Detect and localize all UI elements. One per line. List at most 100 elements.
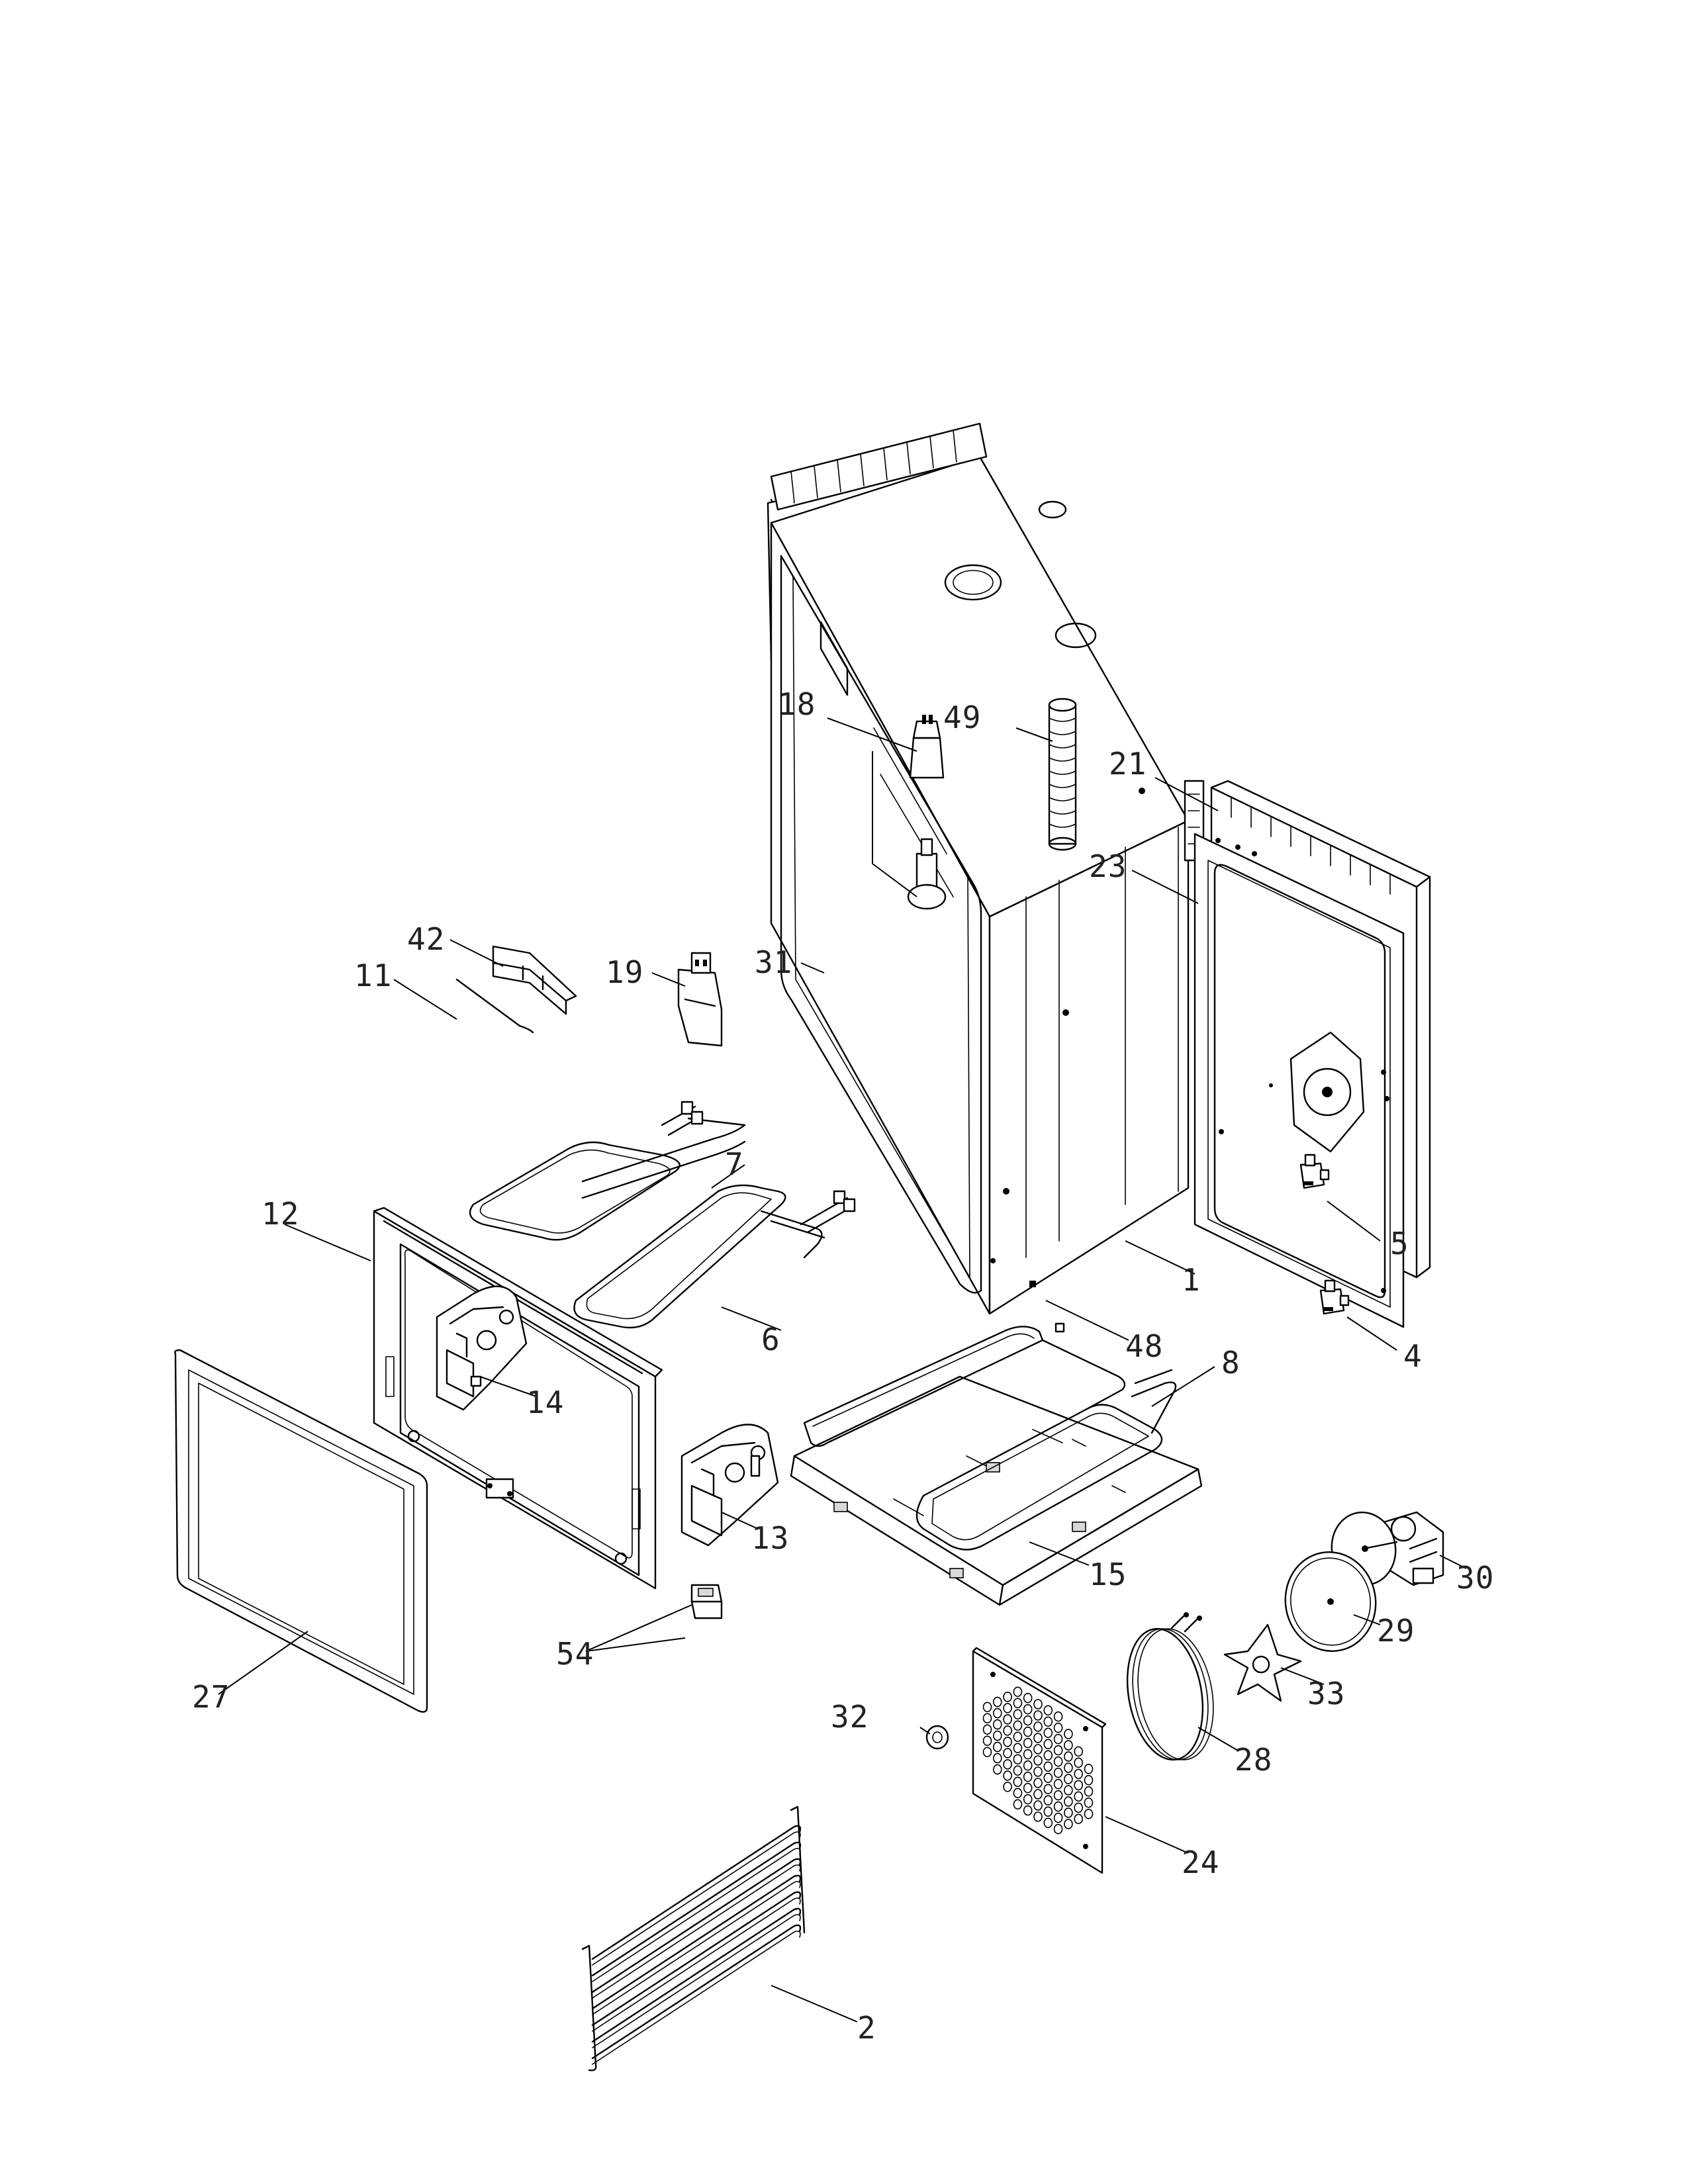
rack-rail (591, 1924, 802, 2060)
rack-rail (591, 1858, 802, 1993)
perforation-hole (1064, 1785, 1073, 1796)
perforation-hole (1074, 1791, 1083, 1802)
perforation-hole (1023, 1805, 1033, 1816)
leader-5 (1327, 1201, 1381, 1242)
part-switch-4 (1319, 1279, 1350, 1315)
perforation-hole (1043, 1795, 1053, 1806)
callout-6: 6 (761, 1322, 780, 1357)
perforation-hole (1043, 1739, 1053, 1750)
perforation-hole (1023, 1704, 1033, 1715)
part-insulation-top (770, 422, 988, 511)
perforation-hole (1023, 1760, 1033, 1771)
perforation-hole (1003, 1782, 1012, 1792)
leader-48 (1045, 1300, 1129, 1341)
part-lower-heating-element (573, 1184, 856, 1329)
callout-2: 2 (857, 2010, 876, 2046)
perforation-hole (1064, 1796, 1073, 1807)
callout-54: 54 (556, 1636, 594, 1672)
perforation-hole (1013, 1776, 1023, 1788)
part-insulation-roll (1048, 698, 1077, 851)
leader-49 (1015, 727, 1053, 742)
perforation-hole (1033, 1710, 1043, 1721)
leader-33 (1280, 1667, 1325, 1685)
perforation-hole (1053, 1733, 1063, 1745)
perforation-hole (1003, 1692, 1012, 1702)
perforation-hole (1053, 1778, 1063, 1790)
perforation-hole (982, 1747, 992, 1758)
perforation-hole (1033, 1755, 1043, 1766)
part-lamp-holder (907, 715, 947, 910)
rack-rail (592, 1914, 801, 2048)
perforation-hole (1064, 1740, 1073, 1751)
part-door-glass (174, 1349, 428, 1713)
rack-rail (591, 1907, 802, 2043)
perforation-hole (1003, 1703, 1012, 1713)
part-fan-cover (972, 1647, 1107, 1874)
callout-49: 49 (943, 700, 981, 735)
perforation-hole (1023, 1726, 1033, 1737)
perforation-hole (1053, 1801, 1063, 1812)
perforation-hole (1064, 1762, 1073, 1773)
leader-23 (1131, 870, 1199, 904)
part-bottom-tray (790, 1375, 1203, 1606)
perforation-hole (1003, 1748, 1012, 1758)
perforation-hole (1013, 1743, 1023, 1754)
perforation-hole (1084, 1797, 1094, 1808)
leader-19 (651, 972, 686, 987)
perforation-hole (1023, 1692, 1033, 1704)
leader-30 (1439, 1555, 1467, 1569)
perforation-hole (1074, 1813, 1083, 1825)
callout-11: 11 (354, 958, 392, 993)
leader-1 (1125, 1240, 1196, 1275)
perforation-hole (1033, 1733, 1043, 1743)
leader-54b (585, 1604, 692, 1652)
leader-14 (479, 1376, 537, 1397)
perforation-hole (1043, 1750, 1053, 1761)
perforation-hole (993, 1696, 1002, 1707)
part-lamp-cover (677, 952, 723, 1047)
perforation-hole (1084, 1786, 1094, 1797)
callout-21: 21 (1109, 746, 1147, 782)
callout-24: 24 (1182, 1844, 1219, 1880)
perforation-hole (1013, 1720, 1023, 1731)
perforation-hole (982, 1735, 992, 1747)
perforation-hole (1074, 1768, 1083, 1780)
callout-28: 28 (1235, 1742, 1272, 1778)
part-circular-element (1126, 1612, 1214, 1761)
leader-24 (1105, 1816, 1189, 1854)
perforation-hole (1064, 1751, 1073, 1762)
leader-8 (1151, 1366, 1215, 1407)
callout-14: 14 (526, 1385, 564, 1420)
perforation-hole (1053, 1756, 1063, 1767)
perforation-hole (982, 1702, 992, 1713)
callout-19: 19 (606, 954, 643, 990)
rack-rail (592, 1864, 801, 1999)
callout-1: 1 (1182, 1262, 1201, 1298)
perforation-hole (1043, 1761, 1053, 1772)
rack-rail (592, 1848, 801, 1982)
perforation-hole (1033, 1721, 1043, 1732)
leader-18-bottom (872, 751, 917, 897)
leader-54 (585, 1637, 686, 1652)
perforation-hole (1033, 1800, 1043, 1811)
perforation-hole (1013, 1698, 1023, 1709)
perforation-hole (1023, 1771, 1033, 1782)
leader-32 (919, 1727, 931, 1735)
part-washer (925, 1725, 949, 1750)
part-left-hinge (436, 1285, 528, 1411)
perforation-hole (1033, 1744, 1043, 1754)
callout-18: 18 (778, 686, 816, 722)
perforation-hole (1074, 1757, 1083, 1768)
perforation-hole (1013, 1686, 1023, 1698)
perforation-hole (1013, 1765, 1023, 1776)
perforation-hole (1003, 1714, 1012, 1725)
perforation-hole (1053, 1823, 1063, 1835)
perforation-hole (1053, 1711, 1063, 1722)
perforation-hole (982, 1724, 992, 1735)
leader-28 (1197, 1727, 1239, 1751)
perforation-hole (1013, 1754, 1023, 1765)
perforation-hole (1033, 1789, 1043, 1799)
perforation-hole (1033, 1778, 1043, 1788)
leader-18-top (827, 717, 917, 752)
